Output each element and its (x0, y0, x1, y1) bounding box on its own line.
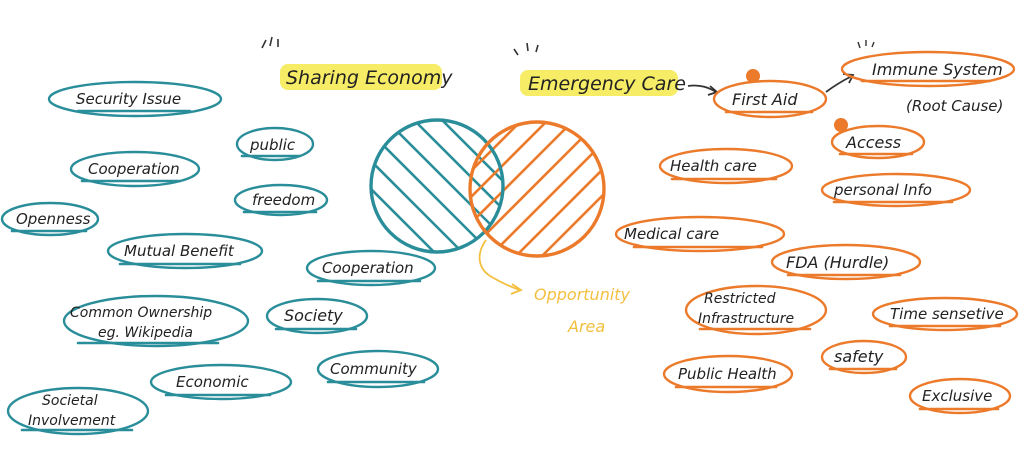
svg-text:eg. Wikipedia: eg. Wikipedia (98, 325, 193, 341)
priority-dot (746, 69, 760, 83)
svg-text:Common Ownership: Common Ownership (70, 305, 212, 321)
svg-text:(Root Cause): (Root Cause) (906, 97, 1003, 115)
term-medical-care: Medical care (614, 215, 786, 253)
term-cooperation-center: Cooperation (305, 249, 437, 287)
term-first-aid: First Aid (712, 69, 828, 119)
heading-sharing-text: Sharing Economy (286, 67, 453, 89)
svg-text:Medical care: Medical care (624, 225, 719, 243)
svg-text:public: public (249, 136, 296, 154)
svg-text:Economic: Economic (176, 373, 249, 391)
svg-text:Openness: Openness (16, 210, 91, 228)
highlight-mark (280, 64, 442, 90)
svg-text:Exclusive: Exclusive (922, 387, 992, 405)
svg-text:Immune System: Immune System (872, 60, 1003, 79)
highlight-mark (520, 70, 678, 96)
term-exclusive: Exclusive (908, 377, 1012, 415)
svg-text:Restricted: Restricted (704, 291, 776, 307)
svg-text:Society: Society (284, 306, 343, 325)
term-common-ownership: Common Ownership eg. Wikipedia (62, 294, 250, 348)
term-health-care: Health care (658, 147, 794, 185)
svg-text:Public Health: Public Health (678, 365, 777, 383)
term-societal-involvement: Societal Involvement (6, 386, 150, 436)
svg-text:Access: Access (845, 133, 901, 152)
term-mutual-benefit: Mutual Benefit (106, 232, 264, 270)
term-security-issue: Security Issue (47, 80, 223, 118)
term-openness: Openness (0, 201, 100, 237)
term-economic: Economic (149, 363, 293, 401)
opportunity-area: Opportunity Area (478, 239, 631, 336)
svg-text:Cooperation: Cooperation (322, 259, 414, 277)
svg-text:Health care: Health care (670, 157, 757, 175)
heading-emergency-care: Emergency Care (513, 42, 686, 96)
term-public-health: Public Health (662, 354, 794, 394)
term-access: Access (830, 118, 926, 160)
venn-diagram (369, 118, 606, 258)
term-restricted-infrastructure: Restricted Infrastructure (684, 284, 828, 336)
emphasis-marks (513, 42, 539, 56)
svg-text:Cooperation: Cooperation (88, 160, 180, 178)
term-freedom: freedom (233, 183, 329, 217)
emphasis-marks (261, 36, 279, 49)
svg-text:safety: safety (834, 347, 884, 366)
svg-text:Community: Community (330, 360, 418, 378)
term-community: Community (316, 349, 440, 389)
heading-sharing-economy: Sharing Economy (261, 36, 453, 90)
svg-text:FDA (Hurdle): FDA (Hurdle) (786, 253, 889, 272)
opportunity-line1: Opportunity (534, 285, 631, 304)
svg-text:Involvement: Involvement (28, 413, 116, 429)
term-cooperation-left: Cooperation (69, 150, 201, 188)
arrow-to-immune-system (825, 75, 853, 93)
arrowhead (510, 283, 523, 295)
svg-text:Time sensetive: Time sensetive (890, 305, 1004, 323)
opportunity-arrow (478, 239, 521, 291)
term-safety: safety (820, 339, 908, 375)
svg-text:Security Issue: Security Issue (76, 90, 181, 108)
svg-text:Societal: Societal (42, 393, 98, 409)
term-public: public (235, 126, 315, 162)
svg-text:freedom: freedom (252, 191, 315, 209)
heading-emergency-text: Emergency Care (528, 73, 686, 95)
priority-dot (834, 118, 848, 132)
term-immune-system: Immune System (Root Cause) (840, 40, 1016, 115)
sharing-economy-circle (369, 118, 505, 254)
svg-text:Infrastructure: Infrastructure (698, 311, 794, 327)
term-personal-info: personal Info (820, 172, 972, 208)
term-society: Society (265, 297, 369, 335)
term-fda-hurdle: FDA (Hurdle) (770, 243, 922, 281)
opportunity-line2: Area (567, 317, 605, 336)
svg-text:personal Info: personal Info (833, 181, 932, 199)
emergency-care-circle (468, 120, 606, 258)
svg-text:Mutual Benefit: Mutual Benefit (124, 242, 235, 260)
arrow-to-first-aid (687, 84, 717, 93)
svg-text:First Aid: First Aid (732, 90, 798, 109)
term-time-sensitive: Time sensetive (871, 296, 1019, 332)
